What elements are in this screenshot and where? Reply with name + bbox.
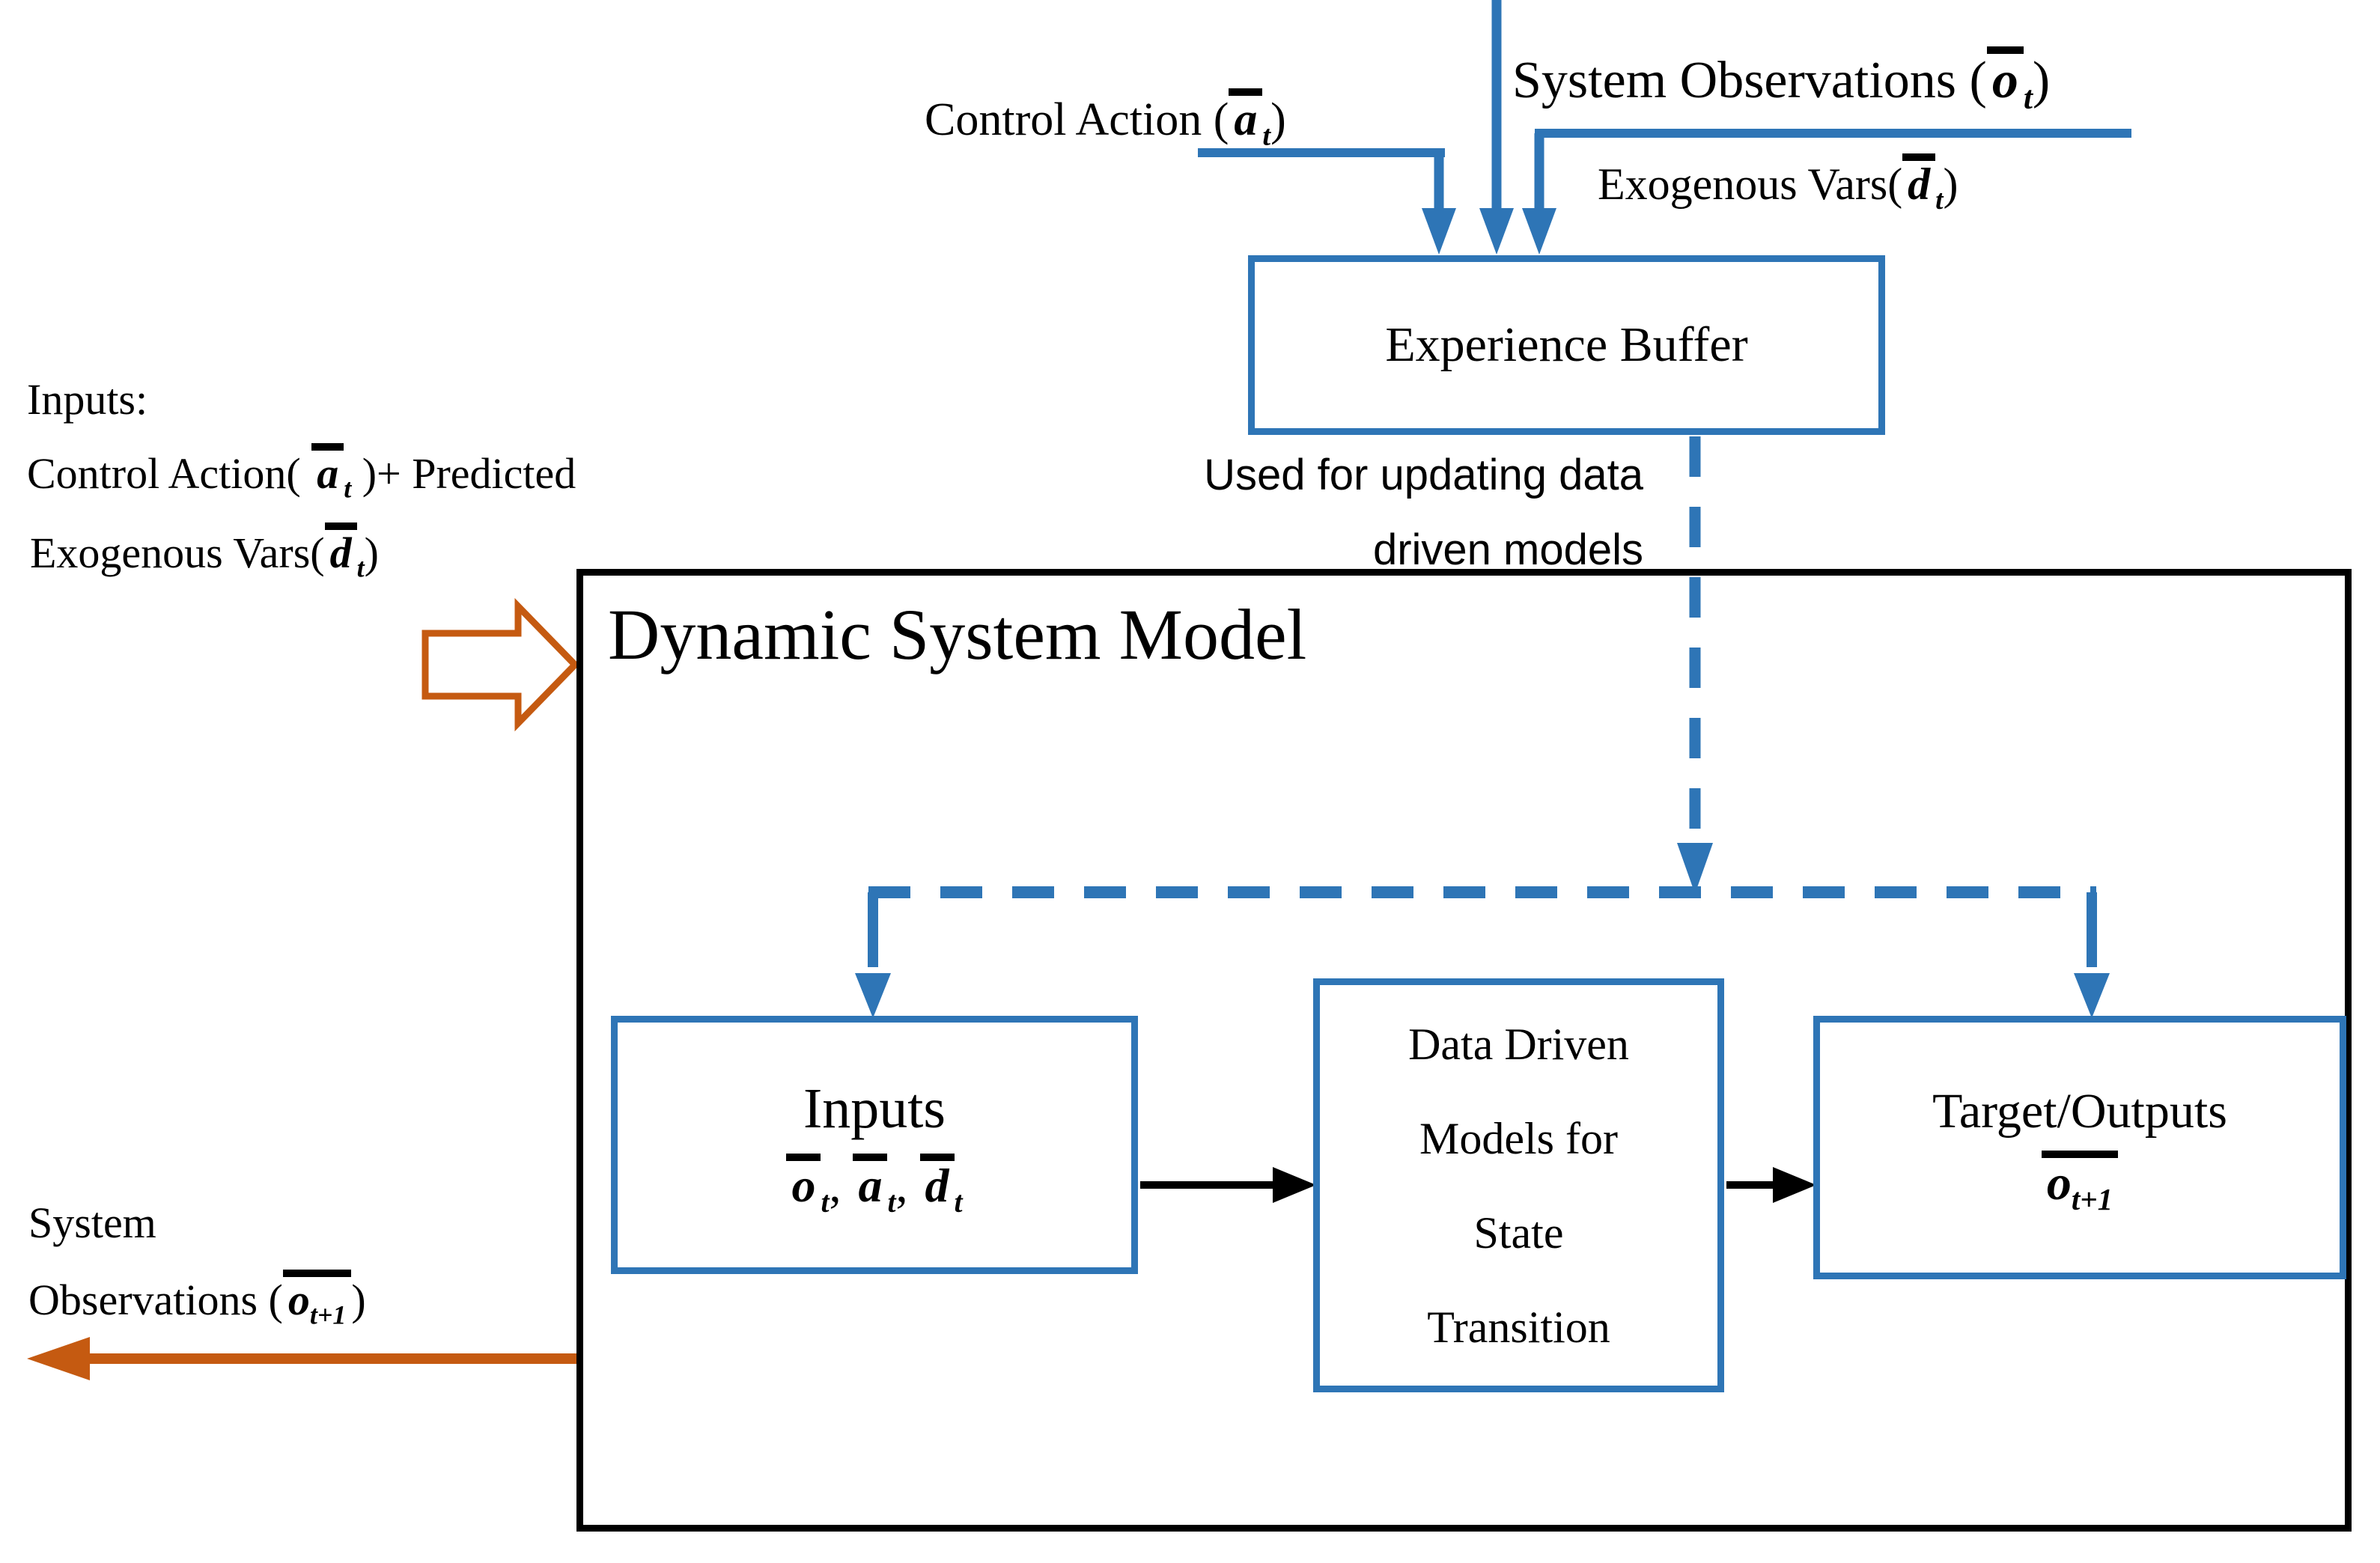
left-inputs-line3-suffix: ) xyxy=(364,528,379,577)
target-outputs-math: ot+1 xyxy=(2041,1151,2119,1215)
dynamic-system-model-title: Dynamic System Model xyxy=(608,593,1306,676)
left-inputs-heading-text: Inputs: xyxy=(27,375,148,424)
left-inputs-line2-suffix: )+ Predicted xyxy=(351,449,576,498)
left-inputs-heading: Inputs: xyxy=(27,374,147,424)
inputs-block-arrow xyxy=(421,597,580,732)
control-action-close: ) xyxy=(1270,94,1286,145)
target-outputs-var: o xyxy=(2046,1156,2072,1210)
system-observations-output-arrow xyxy=(27,1337,576,1380)
left-inputs-line2-sub: t xyxy=(344,473,352,504)
ddm-line1: Data Driven xyxy=(1408,1019,1629,1069)
output-observations-line1: System xyxy=(28,1198,156,1248)
left-inputs-line3-var: d xyxy=(324,522,357,575)
inputs-box-sub-d: t xyxy=(954,1185,963,1219)
exogenous-vars-var: d xyxy=(1902,153,1936,207)
target-outputs-box: Target/Outputs ot+1 xyxy=(1813,1016,2346,1279)
experience-buffer-label: Experience Buffer xyxy=(1385,317,1748,372)
left-inputs-line3-sub: t xyxy=(356,552,365,583)
buffer-note-line1: Used for updating data xyxy=(1204,451,1643,499)
bus-to-target-arrow xyxy=(2074,892,2110,1018)
ddm-line2: Models for xyxy=(1419,1113,1618,1163)
output-observations-var: o xyxy=(287,1276,310,1324)
exogenous-vars-close: ) xyxy=(1943,159,1959,209)
inputs-box-sub-a: t xyxy=(887,1185,896,1219)
output-observations-line2: Observations (ot+1) xyxy=(28,1270,366,1329)
inputs-box-sep2: , xyxy=(895,1159,920,1212)
exogenous-vars-arrow xyxy=(1522,129,2131,255)
exogenous-vars-text: Exogenous Vars( xyxy=(1598,159,1903,209)
dynamic-system-model-title-text: Dynamic System Model xyxy=(608,594,1307,674)
output-observations-sub: t+1 xyxy=(309,1300,347,1330)
ddm-line4: Transition xyxy=(1427,1302,1610,1352)
buffer-update-dashed-arrow xyxy=(868,436,2096,898)
system-observations-close: ) xyxy=(2032,52,2051,109)
exogenous-vars-sub: t xyxy=(1935,185,1944,216)
output-observations-suffix: ) xyxy=(351,1276,366,1324)
system-observations-text: System Observations ( xyxy=(1512,52,1987,109)
buffer-note: Used for updating data driven models xyxy=(1204,438,1643,588)
inputs-box-var-d: d xyxy=(919,1154,955,1209)
inputs-box-var-a: a xyxy=(853,1154,888,1209)
models-to-target-arrow xyxy=(1726,1167,1816,1203)
target-outputs-overbar: ot+1 xyxy=(2041,1151,2119,1215)
inputs-box-var-o: o xyxy=(786,1154,821,1209)
buffer-note-line2: driven models xyxy=(1372,525,1643,574)
target-outputs-sub: t+1 xyxy=(2071,1183,2113,1217)
ddm-line3: State xyxy=(1473,1207,1564,1258)
target-outputs-title: Target/Outputs xyxy=(1932,1084,2227,1139)
experience-buffer-box: Experience Buffer xyxy=(1248,255,1885,435)
data-driven-models-box: Data Driven Models for State Transition xyxy=(1313,978,1724,1392)
left-inputs-line3-prefix: Exogenous Vars( xyxy=(30,528,325,577)
system-observations-var: o xyxy=(1986,46,2024,106)
bus-to-inputs-arrow xyxy=(855,892,891,1018)
system-observations-top-arrow xyxy=(1479,0,1514,255)
dynamic-system-model-box xyxy=(576,569,2352,1532)
output-observations-prefix: Observations ( xyxy=(28,1276,283,1324)
control-action-sub: t xyxy=(1262,120,1271,152)
left-inputs-line2-prefix: Control Action( xyxy=(27,449,312,498)
inputs-box-sub-o: t xyxy=(821,1185,830,1219)
output-observations-overbar: ot+1 xyxy=(282,1270,352,1329)
inputs-box-title: Inputs xyxy=(803,1077,946,1140)
inputs-to-models-arrow xyxy=(1140,1167,1316,1203)
inputs-box-sep1: , xyxy=(829,1159,853,1212)
left-inputs-line2-var: a xyxy=(311,443,344,496)
control-action-var: a xyxy=(1229,88,1263,143)
control-action-arrow xyxy=(1198,148,1456,255)
system-observations-sub: t xyxy=(2023,80,2033,116)
output-observations-line1-text: System xyxy=(28,1198,156,1247)
control-action-text: Control Action ( xyxy=(925,94,1229,145)
